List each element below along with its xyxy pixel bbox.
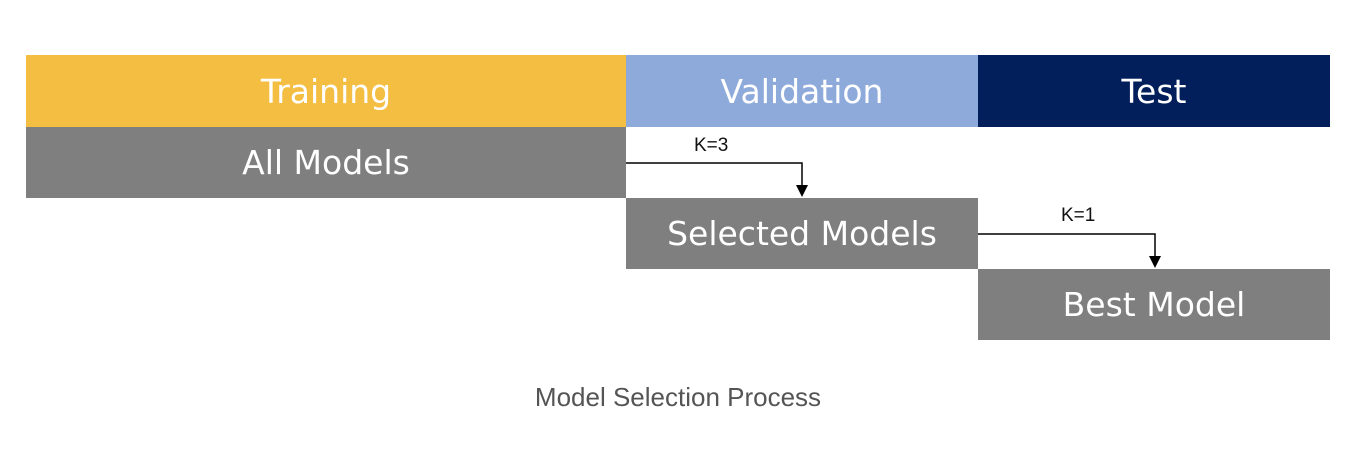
k3-arrow-label: K=3 xyxy=(694,135,729,156)
all-models-block: All Models xyxy=(26,127,626,198)
best-model-block: Best Model xyxy=(978,269,1330,340)
k1-arrow-label: K=1 xyxy=(1061,205,1096,226)
test-phase-header: Test xyxy=(978,55,1330,127)
figure-caption: Model Selection Process xyxy=(534,382,822,412)
validation-phase-header: Validation xyxy=(626,55,978,127)
arrow-to-best-model xyxy=(978,233,1161,268)
arrow-to-selected-models xyxy=(626,162,808,197)
training-phase-header: Training xyxy=(26,55,626,127)
selected-models-block: Selected Models xyxy=(626,198,978,269)
